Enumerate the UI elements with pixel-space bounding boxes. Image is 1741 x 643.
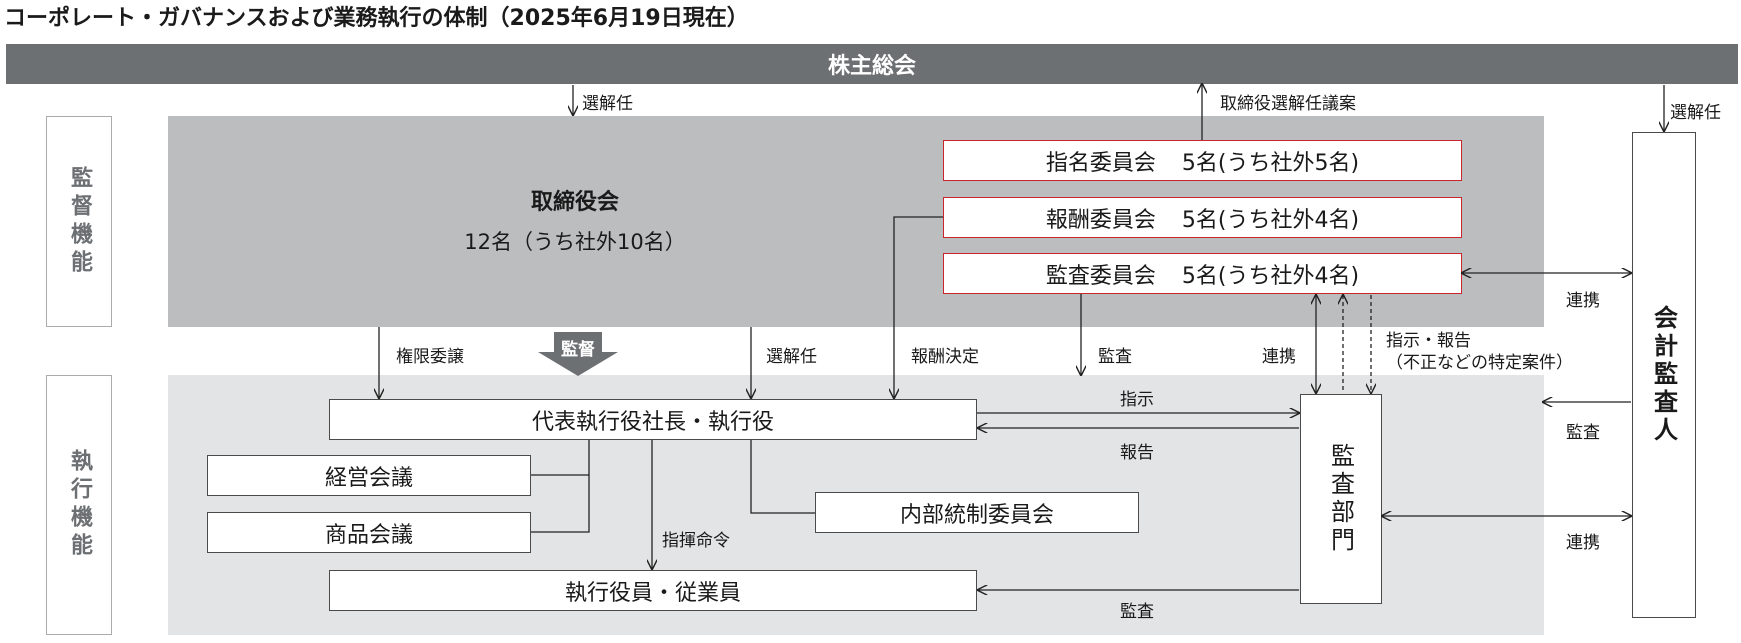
label-elect-exec: 選解任 [766,347,817,367]
shareholders-meeting: 株主総会 [6,44,1738,84]
label-command: 指揮命令 [662,531,730,551]
label-elect-board: 選解任 [582,94,633,114]
page-title: コーポレート・ガバナンスおよび業務執行の体制（2025年6月19日現在） [4,6,749,31]
label-auditor-audit: 監査 [1566,423,1600,443]
label-cooperation-2: 連携 [1566,291,1600,311]
product-meeting-box: 商品会議 [207,512,531,553]
label-elect-auditor: 選解任 [1670,103,1721,123]
line-product-meeting [531,475,590,533]
label-instruction-report-1: 指示・報告 [1386,331,1471,351]
label-compensation-decision: 報酬決定 [911,347,979,367]
label-cooperation-1: 連携 [1262,347,1296,367]
label-committee-audit: 監査 [1098,347,1132,367]
management-meeting-box: 経営会議 [207,455,531,496]
board-of-directors-title: 取締役会 [530,190,619,215]
label-instruction-report-2: （不正などの特定案件） [1386,353,1573,373]
supervision-arrow: 監督 [538,332,618,376]
internal-control-committee-box: 内部統制委員会 [815,492,1139,533]
line-management-meeting [531,440,590,476]
label-report: 報告 [1120,443,1154,463]
board-of-directors-members: 12名（うち社外10名） [464,230,686,254]
ceo-box: 代表執行役社長・執行役 [329,399,977,440]
label-delegation: 権限委譲 [396,347,464,367]
arrow-compensation [894,216,943,398]
label-director-proposal: 取締役選解任議案 [1220,94,1356,114]
side-label-supervision: 監督機能 [46,116,112,327]
side-label-execution: 執行機能 [46,375,112,635]
label-instruction: 指示 [1120,390,1154,410]
audit-department-box: 監査部門 [1300,394,1382,604]
label-dept-audit: 監査 [1120,602,1154,622]
staff-box: 執行役員・従業員 [329,570,977,611]
label-cooperation-3: 連携 [1566,533,1600,553]
external-auditor-box: 会計監査人 [1632,132,1696,618]
line-internal-control [750,440,815,514]
